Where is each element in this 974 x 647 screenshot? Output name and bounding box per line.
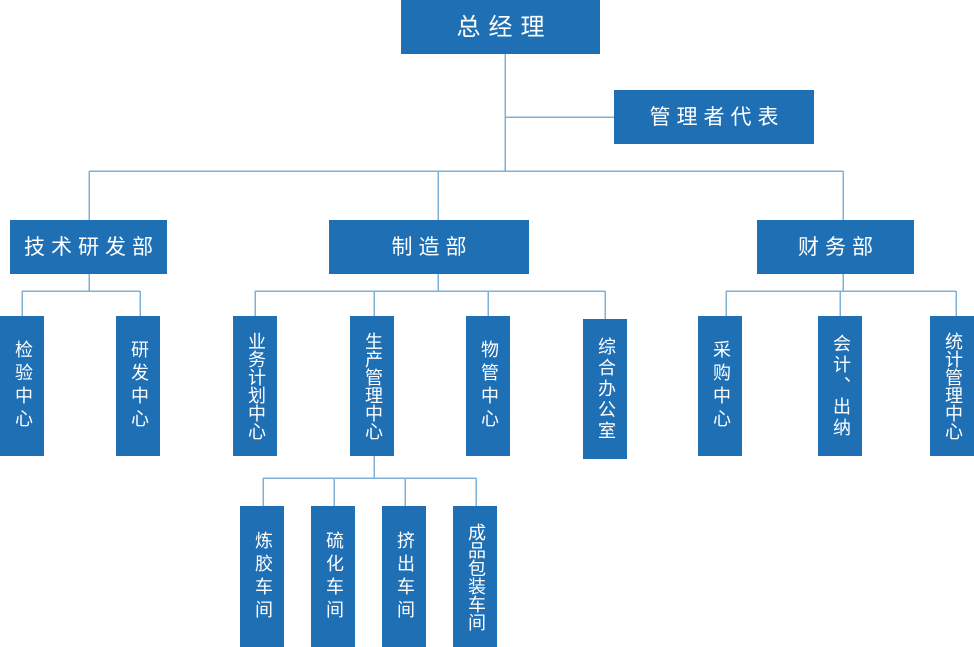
production-management-center-label: 生产管理中心 xyxy=(362,332,383,440)
inspection-center-label: 检验中心 xyxy=(12,340,33,432)
extrusion-workshop-box: 挤出车间 xyxy=(382,506,426,647)
finance-dept-box: 财务部 xyxy=(757,220,914,274)
materials-center-box: 物管中心 xyxy=(466,316,510,456)
materials-center-label: 物管中心 xyxy=(478,340,499,432)
accounting-cashier-label: 会计、出纳 xyxy=(830,333,851,439)
packaging-workshop-box: 成品包装车间 xyxy=(453,506,497,647)
production-management-center-box: 生产管理中心 xyxy=(350,316,394,456)
general-manager-label: 总经理 xyxy=(456,13,553,41)
general-office-label: 综合办公室 xyxy=(595,336,616,442)
vulcanizing-workshop-box: 硫化车间 xyxy=(311,506,355,647)
tech-rd-dept-label: 技术研发部 xyxy=(24,234,159,259)
mixing-workshop-box: 炼胶车间 xyxy=(240,506,284,647)
business-planning-center-box: 业务计划中心 xyxy=(233,316,277,456)
manufacturing-dept-box: 制造部 xyxy=(329,220,529,274)
finance-dept-label: 财务部 xyxy=(798,234,879,259)
management-representative-box: 管理者代表 xyxy=(614,90,814,144)
statistics-management-center-label: 统计管理中心 xyxy=(942,332,963,440)
general-office-box: 综合办公室 xyxy=(583,319,627,459)
manufacturing-dept-label: 制造部 xyxy=(391,234,473,259)
vulcanizing-workshop-label: 硫化车间 xyxy=(323,530,344,623)
general-manager-box: 总经理 xyxy=(401,0,600,54)
procurement-center-box: 采购中心 xyxy=(698,316,742,456)
management-representative-label: 管理者代表 xyxy=(649,104,785,129)
extrusion-workshop-label: 挤出车间 xyxy=(394,530,415,623)
business-planning-center-label: 业务计划中心 xyxy=(245,332,266,440)
tech-rd-dept-box: 技术研发部 xyxy=(10,220,167,274)
procurement-center-label: 采购中心 xyxy=(710,340,731,432)
rd-center-box: 研发中心 xyxy=(116,316,160,456)
mixing-workshop-label: 炼胶车间 xyxy=(252,530,273,623)
rd-center-label: 研发中心 xyxy=(128,340,149,432)
inspection-center-box: 检验中心 xyxy=(0,316,44,456)
accounting-cashier-box: 会计、出纳 xyxy=(818,316,862,456)
packaging-workshop-label: 成品包装车间 xyxy=(465,522,486,631)
statistics-management-center-box: 统计管理中心 xyxy=(930,316,974,456)
